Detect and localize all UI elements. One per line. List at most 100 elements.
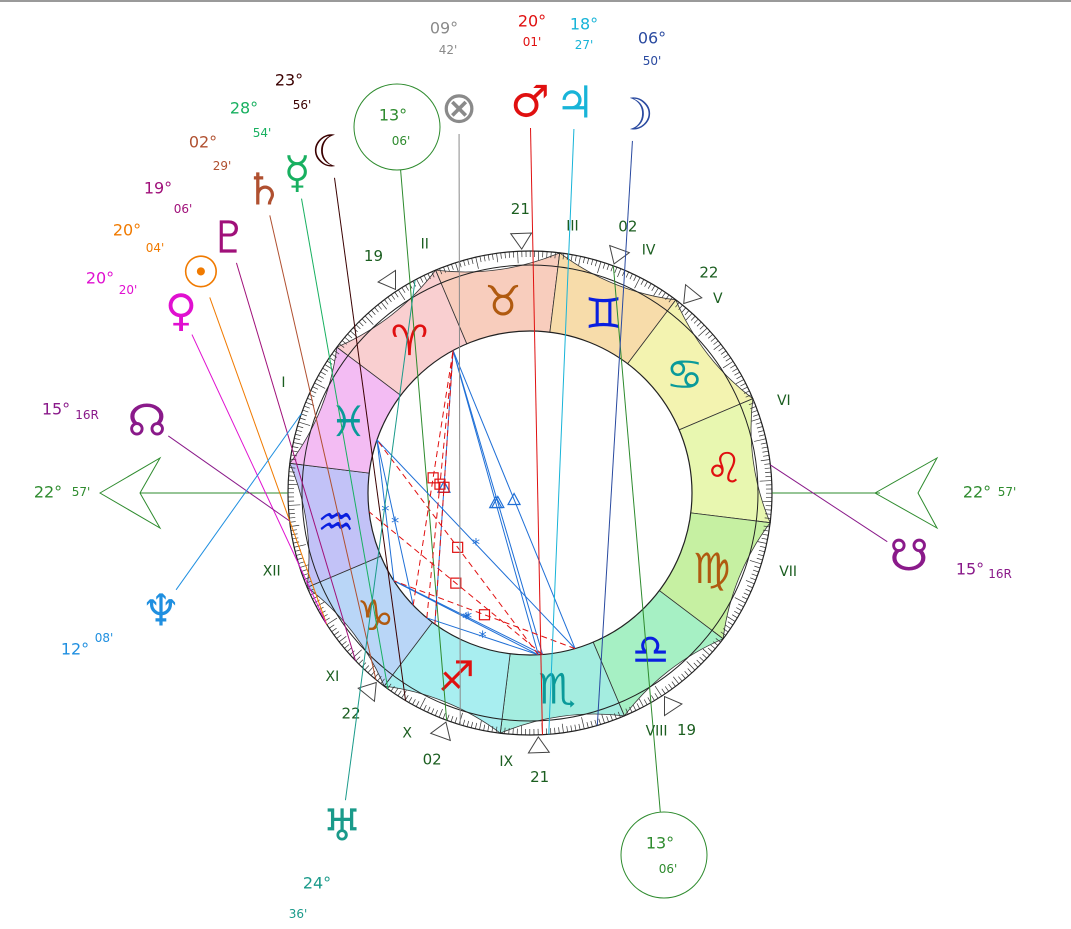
degree-tick <box>735 379 744 385</box>
degree-tick <box>761 537 768 540</box>
degree-tick <box>314 599 320 603</box>
degree-tick <box>483 255 486 262</box>
degree-tick <box>322 367 328 372</box>
degree-tick <box>732 368 738 372</box>
square-aspect-symbol <box>450 577 462 589</box>
degree-tick <box>736 607 742 611</box>
degree-tick <box>439 268 443 275</box>
black-moon-lilith-degree-label: 23° <box>275 71 303 90</box>
degree-tick <box>586 258 590 265</box>
degree-tick <box>586 721 589 728</box>
degree-tick <box>455 262 459 272</box>
part-of-fortune-leader-line <box>458 133 461 725</box>
degree-tick <box>668 297 673 303</box>
degree-tick <box>671 681 676 687</box>
degree-tick <box>405 285 409 291</box>
degree-tick <box>298 421 311 426</box>
house-number-X: X <box>402 725 412 741</box>
jupiter-minute-label: 27' <box>575 38 594 52</box>
house-number-VII: VII <box>779 564 797 580</box>
degree-tick <box>475 722 478 729</box>
degree-tick <box>699 324 705 330</box>
degree-tick <box>364 665 370 671</box>
part-of-fortune-degree-label: 09° <box>430 19 458 38</box>
degree-tick <box>566 253 569 260</box>
cusp-degree-II: 19 <box>364 247 383 265</box>
degree-tick <box>720 631 726 636</box>
degree-tick <box>750 406 757 409</box>
cusp-degree-IX: 21 <box>530 768 549 786</box>
degree-tick <box>326 617 338 625</box>
degree-tick <box>685 313 693 321</box>
degree-tick <box>499 721 503 734</box>
degree-tick <box>463 260 466 267</box>
moon-icon: ☽ <box>614 90 653 141</box>
square-aspect-line <box>393 580 576 650</box>
degree-tick <box>734 371 740 376</box>
south-node-minute-label: 16R <box>988 567 1012 581</box>
degree-tick <box>288 513 295 515</box>
degree-tick <box>668 683 673 690</box>
cusp-degree-III: 21 <box>511 200 530 218</box>
sun-degree-label: 20° <box>113 221 141 240</box>
mercury-icon: ☿ <box>283 148 310 199</box>
degree-tick <box>740 383 746 387</box>
degree-tick <box>289 517 296 519</box>
degree-tick <box>561 723 564 733</box>
cusp-marker <box>429 721 452 742</box>
degree-tick <box>629 273 633 280</box>
degree-tick <box>299 417 306 421</box>
degree-tick <box>339 343 345 348</box>
square-aspect-symbol <box>427 472 439 484</box>
cusp-marker <box>509 232 533 251</box>
degree-tick <box>289 462 302 466</box>
degree-tick <box>435 270 441 282</box>
degree-tick <box>606 264 610 271</box>
degree-tick <box>690 315 696 321</box>
degree-tick <box>401 690 407 699</box>
degree-tick <box>684 671 689 677</box>
sextile-aspect-line <box>393 579 543 655</box>
sun-minute-label: 04' <box>146 241 165 255</box>
gemini-sign-glyph: ♊ <box>585 289 623 338</box>
degree-tick <box>358 321 364 327</box>
degree-tick <box>296 553 303 556</box>
square-aspect-symbol <box>478 609 491 621</box>
degree-tick <box>344 644 350 649</box>
degree-tick <box>590 259 594 266</box>
square-aspect-symbol <box>434 478 446 490</box>
cusp-marker <box>357 681 377 703</box>
degree-tick <box>394 688 399 694</box>
mc-minute-label: 06' <box>392 134 411 148</box>
degree-tick <box>574 255 577 262</box>
degree-tick <box>687 668 693 674</box>
degree-tick <box>594 719 597 726</box>
degree-tick <box>614 267 618 273</box>
degree-tick <box>675 302 680 308</box>
degree-tick <box>651 285 656 291</box>
mercury-leader-line <box>301 198 389 689</box>
degree-tick <box>292 446 299 449</box>
north-node-icon: ☊ <box>127 396 166 447</box>
square-aspect-line <box>434 350 454 625</box>
degree-tick <box>738 603 744 608</box>
degree-tick <box>383 676 392 687</box>
degree-tick <box>762 533 769 536</box>
degree-tick <box>292 537 299 540</box>
square-aspect-line <box>376 439 539 656</box>
degree-tick <box>640 279 645 285</box>
degree-tick <box>760 442 767 445</box>
top-border-line <box>0 0 1071 2</box>
degree-tick <box>764 467 771 469</box>
square-aspect-line <box>426 350 454 618</box>
square-aspect-symbol <box>438 481 450 493</box>
cusp-marker <box>683 283 703 305</box>
degree-tick <box>644 281 648 287</box>
degree-tick <box>384 299 389 305</box>
degree-tick <box>661 688 666 694</box>
degree-tick <box>757 553 764 557</box>
degree-tick <box>722 361 734 369</box>
degree-tick <box>723 354 729 359</box>
